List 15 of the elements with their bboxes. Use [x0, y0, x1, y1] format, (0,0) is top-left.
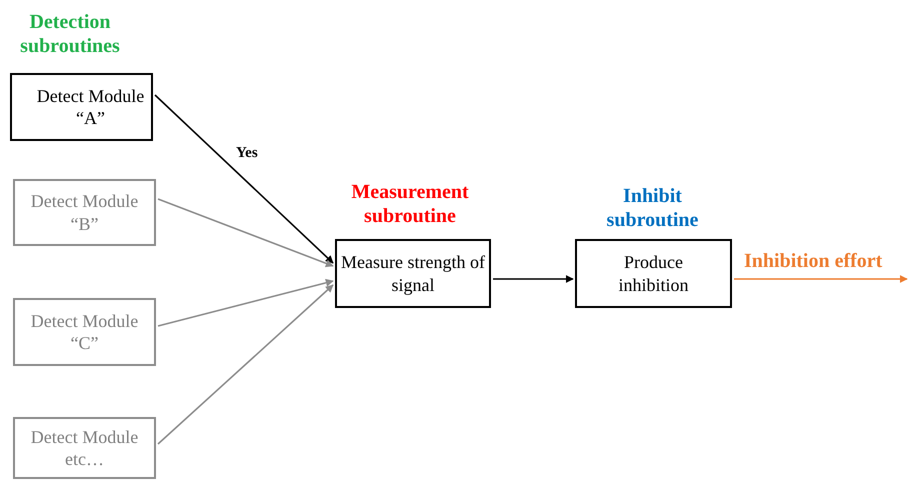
subroutine-heading: Measurement subroutine	[350, 180, 470, 228]
box-text: Detect Module “B”	[30, 190, 140, 235]
arrow	[493, 275, 574, 283]
subroutine-heading: Detection subroutines	[19, 10, 121, 58]
arrow	[734, 275, 908, 283]
arrow	[158, 278, 334, 327]
box-text: Detect Module “A”	[36, 84, 146, 130]
subroutine-heading: Inhibit subroutine	[606, 184, 700, 232]
box-text: Measure strength of signal	[340, 251, 486, 296]
arrow	[154, 94, 334, 264]
box-text: Detect Module “C”	[30, 310, 140, 354]
arrow	[158, 198, 334, 268]
arrow	[157, 284, 334, 445]
box-text: Detect Module etc…	[30, 426, 140, 470]
box-text: Produce inhibition	[617, 251, 690, 296]
